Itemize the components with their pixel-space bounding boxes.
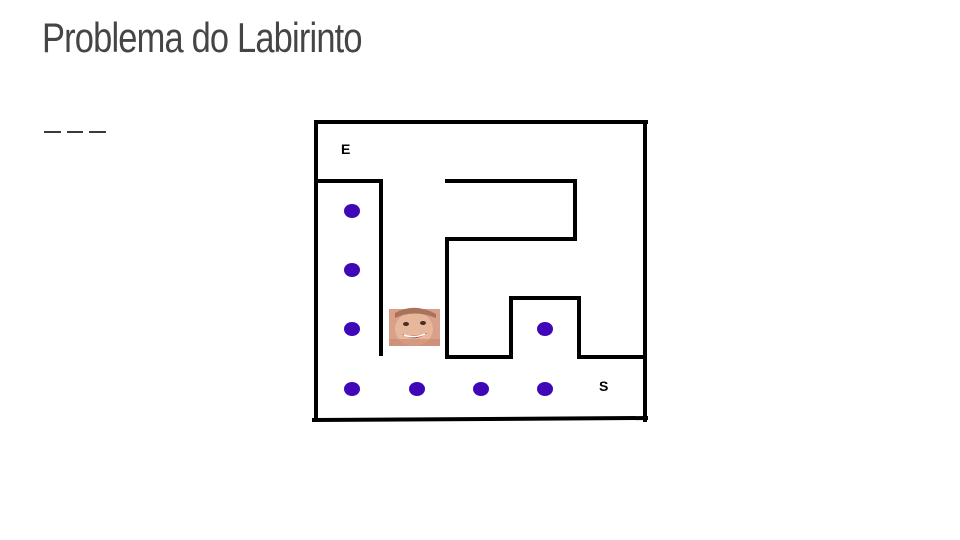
maze-exit-label: S	[599, 378, 608, 394]
maze-outer-walls	[311, 120, 649, 423]
path-dot	[537, 322, 553, 336]
maze-inner-walls	[314, 179, 647, 359]
path-dot	[409, 382, 425, 396]
path-dot	[344, 204, 360, 218]
path-dot	[344, 263, 360, 277]
title-divider	[44, 131, 107, 133]
maze-wall-bottom	[311, 415, 649, 423]
maze-path	[344, 204, 553, 396]
path-dot	[473, 382, 489, 396]
face-photo-icon	[389, 307, 440, 346]
path-dot	[537, 382, 553, 396]
path-dot	[344, 322, 360, 336]
slide-title: Problema do Labirinto	[42, 14, 363, 61]
maze-entrance-label: E	[341, 141, 350, 157]
path-dot	[344, 382, 360, 396]
